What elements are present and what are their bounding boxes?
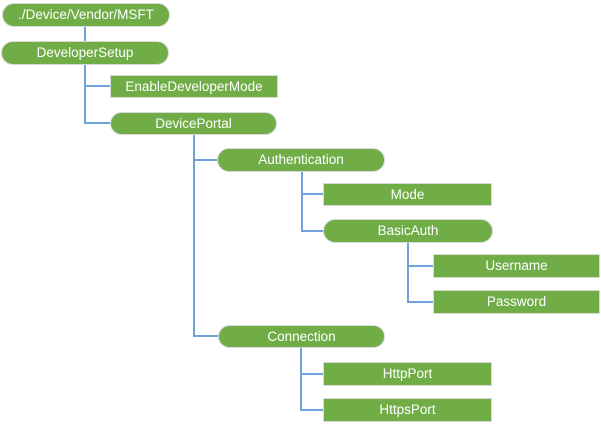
- connector-branch-password: [407, 301, 433, 303]
- connector-branch-username: [407, 265, 433, 267]
- node-msft-root: ./Device/Vendor/MSFT: [2, 3, 170, 27]
- node-basic-auth: BasicAuth: [323, 219, 493, 243]
- node-mode: Mode: [323, 183, 492, 206]
- connector-developersetup-trunk: [84, 64, 86, 124]
- node-device-portal: DevicePortal: [110, 112, 277, 135]
- connector-connection-trunk: [300, 348, 302, 411]
- connector-branch-httpport: [300, 373, 323, 375]
- connector-branch-mode: [301, 193, 323, 195]
- connector-basicauth-trunk: [407, 243, 409, 303]
- connector-deviceportal-trunk: [193, 135, 195, 337]
- node-https-port: HttpsPort: [323, 398, 492, 422]
- node-password: Password: [433, 290, 600, 314]
- node-username: Username: [433, 254, 600, 278]
- node-enable-developer-mode: EnableDeveloperMode: [110, 75, 278, 98]
- node-developer-setup: DeveloperSetup: [1, 41, 169, 65]
- node-authentication: Authentication: [217, 148, 385, 172]
- node-connection: Connection: [218, 325, 385, 348]
- connector-msft-to-developersetup: [84, 27, 86, 41]
- connector-branch-enabledevelopermode: [84, 85, 110, 87]
- connector-branch-authentication: [193, 159, 217, 161]
- connector-authentication-trunk: [301, 172, 303, 232]
- connector-branch-httpsport: [300, 409, 323, 411]
- connector-branch-connection: [193, 335, 218, 337]
- connector-branch-basicauth: [301, 230, 323, 232]
- node-http-port: HttpPort: [323, 362, 492, 386]
- connector-branch-deviceportal: [84, 122, 110, 124]
